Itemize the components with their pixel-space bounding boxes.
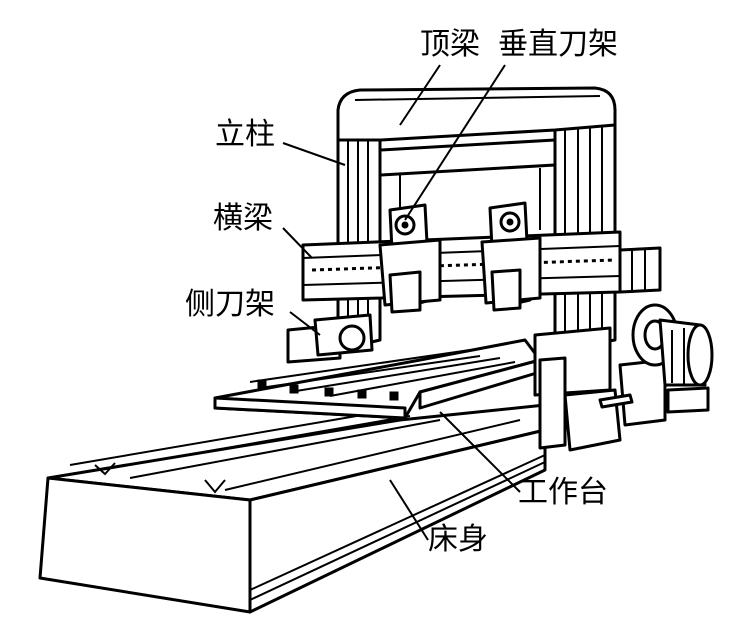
top-beam-body bbox=[336, 86, 617, 142]
right-drive-unit bbox=[533, 303, 714, 452]
label-vertical-tool-holder: 垂直刀架 bbox=[498, 27, 618, 62]
vertical-tool-holder-left bbox=[378, 203, 442, 314]
label-top-beam: 顶梁 bbox=[420, 27, 480, 62]
leader-lines bbox=[282, 64, 521, 541]
right-column bbox=[553, 108, 617, 352]
side-tool-holder-body bbox=[286, 313, 374, 364]
label-column: 立柱 bbox=[215, 117, 275, 152]
vertical-tool-holder-right bbox=[480, 201, 542, 312]
worktable-body bbox=[213, 338, 542, 420]
label-worktable: 工作台 bbox=[518, 475, 608, 510]
bed-body bbox=[38, 403, 547, 614]
inner-frame bbox=[378, 138, 557, 230]
label-bed: 床身 bbox=[428, 522, 488, 557]
label-side-tool-holder: 侧刀架 bbox=[185, 287, 275, 322]
label-cross-beam: 横梁 bbox=[213, 201, 273, 236]
